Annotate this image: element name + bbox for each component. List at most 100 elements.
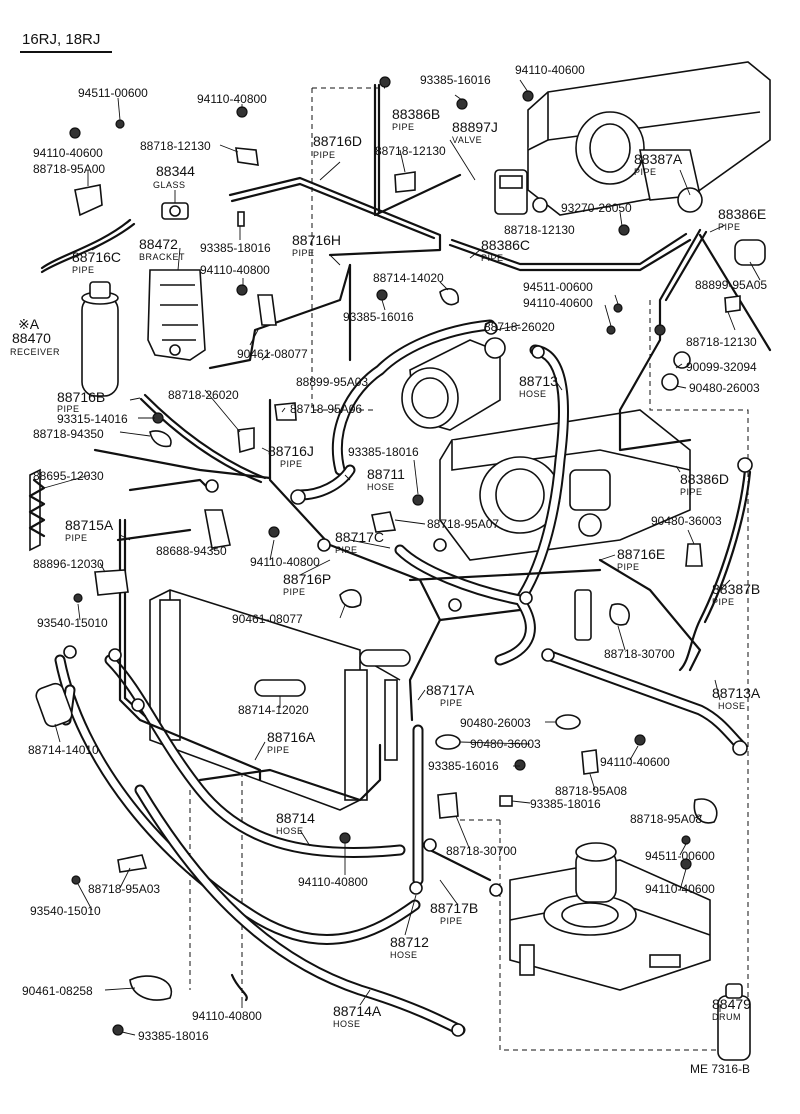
label-93385-16016-a: 93385-16016 [420, 73, 491, 87]
label-88717B-sub: PIPE [440, 916, 463, 926]
label-90461-08258: 90461-08258 [22, 984, 93, 998]
label-88899-95A05: 88899-95A05 [695, 278, 767, 292]
label-88896-12030: 88896-12030 [33, 557, 104, 571]
pipe-lines [40, 83, 772, 882]
label-88711: 88711 [367, 466, 405, 482]
label-93315-14016: 93315-14016 [57, 412, 128, 426]
label-88386D-sub: PIPE [680, 487, 703, 497]
label-88716H: 88716H [292, 232, 341, 248]
receiver-drier [81, 281, 119, 397]
label-88716E: 88716E [617, 546, 665, 562]
label-88716A-sub: PIPE [267, 745, 290, 755]
label-88479: 88479 [712, 996, 751, 1012]
label-90480-26003-b: 90480-26003 [460, 716, 531, 730]
label-88715A: 88715A [65, 517, 114, 533]
label-93385-18016-c: 93385-18016 [530, 797, 601, 811]
label-88717A: 88717A [426, 682, 475, 698]
model-header: 16RJ, 18RJ [22, 31, 100, 48]
label-88718-26020-b: 88718-26020 [168, 388, 239, 402]
label-94110-40600-c: 94110-40600 [523, 296, 593, 310]
label-88899-95A03: 88899-95A03 [296, 375, 368, 389]
condenser [149, 589, 401, 811]
label-88718-95A07: 88718-95A07 [427, 517, 499, 531]
label-88386C-sub: PIPE [481, 253, 504, 263]
label-94511-00600-b: 94511-00600 [523, 280, 593, 294]
label-88714: 88714 [276, 810, 315, 826]
label-88470-sub: RECEIVER [10, 347, 60, 357]
label-88716J: 88716J [268, 443, 314, 459]
label-88718-26020-a: 88718-26020 [484, 320, 555, 334]
label-90461-08077-b: 90461-08077 [232, 612, 303, 626]
label-88897J-sub: VALVE [452, 135, 482, 145]
middle-unit [439, 409, 691, 561]
label-88718-95A00: 88718-95A00 [33, 162, 105, 176]
label-88387A-sub: PIPE [634, 167, 657, 177]
label-88714-14010: 88714-14010 [28, 743, 99, 757]
label-88716J-sub: PIPE [280, 459, 303, 469]
label-88716B: 88716B [57, 389, 105, 405]
compressor [401, 337, 506, 431]
receiver-bracket [147, 269, 206, 361]
label-88716C: 88716C [72, 249, 121, 265]
diagram-code: ME 7316-B [690, 1062, 750, 1076]
label-88387B-sub: PIPE [712, 597, 735, 607]
label-88718-95A08-a: 88718-95A08 [555, 784, 627, 798]
label-88717A-sub: PIPE [440, 698, 463, 708]
label-88718-30700-a: 88718-30700 [604, 647, 675, 661]
hardware-bits [28, 76, 766, 1037]
label-93385-16016-b: 93385-16016 [343, 310, 414, 324]
label-88386B-sub: PIPE [392, 122, 415, 132]
label-88712-sub: HOSE [390, 950, 418, 960]
label-88718-12130-c: 88718-12130 [504, 223, 575, 237]
label-90480-26003-a: 90480-26003 [689, 381, 760, 395]
label-88386D: 88386D [680, 471, 729, 487]
label-90461-08077-a: 90461-08077 [237, 347, 308, 361]
label-88718-12130-d: 88718-12130 [686, 335, 757, 349]
sight-glass [161, 202, 189, 220]
label-94511-00600-a: 94511-00600 [78, 86, 148, 100]
label-88714A: 88714A [333, 1003, 382, 1019]
label-93540-15010-b: 93540-15010 [30, 904, 101, 918]
expansion-valve [494, 169, 548, 215]
label-88714-sub: HOSE [276, 826, 304, 836]
label-88387A: 88387A [634, 151, 683, 167]
label-88386C: 88386C [481, 237, 530, 253]
label-88717B: 88717B [430, 900, 478, 916]
label-88713: 88713 [519, 373, 558, 389]
label-94110-40600-a: 94110-40600 [33, 146, 103, 160]
label-93385-18016-a: 93385-18016 [200, 241, 271, 255]
blower-unit [509, 842, 711, 991]
label-88479-sub: DRUM [712, 1012, 741, 1022]
label-93385-18016-b: 93385-18016 [348, 445, 419, 459]
label-88472-sub: BRACKET [139, 252, 185, 262]
label-88714-14020: 88714-14020 [373, 271, 444, 285]
label-88716P: 88716P [283, 571, 331, 587]
label-94110-40600-e: 94110-40600 [645, 882, 715, 896]
label-88714A-sub: HOSE [333, 1019, 361, 1029]
refrigerant-drum [717, 983, 751, 1061]
label-94110-40800-e: 94110-40800 [192, 1009, 262, 1023]
label-88688-94350: 88688-94350 [156, 544, 227, 558]
evaporator-unit [527, 61, 771, 216]
label-88716A: 88716A [267, 729, 316, 745]
label-94511-00600-c: 94511-00600 [645, 849, 715, 863]
label-88718-30700-b: 88718-30700 [446, 844, 517, 858]
label-94110-40600-b: 94110-40600 [515, 63, 585, 77]
label-94110-40800-c: 94110-40800 [250, 555, 320, 569]
label-94110-40800-d: 94110-40800 [298, 875, 368, 889]
label-88717C: 88717C [335, 529, 384, 545]
label-88386E: 88386E [718, 206, 766, 222]
label-88716E-sub: PIPE [617, 562, 640, 572]
label-88716P-sub: PIPE [283, 587, 306, 597]
label-88344-sub: GLASS [153, 180, 186, 190]
label-93385-16016-c: 93385-16016 [428, 759, 499, 773]
leader-lines [43, 79, 761, 1036]
label-88718-12130-a: 88718-12130 [140, 139, 211, 153]
label-90480-36003-a: 90480-36003 [651, 514, 722, 528]
label-88716B-sub: PIPE [57, 404, 80, 414]
label-90480-36003-b: 90480-36003 [470, 737, 541, 751]
label-88386B: 88386B [392, 106, 440, 122]
label-88716D-sub: PIPE [313, 150, 336, 160]
label-88718-95A03: 88718-95A03 [88, 882, 160, 896]
